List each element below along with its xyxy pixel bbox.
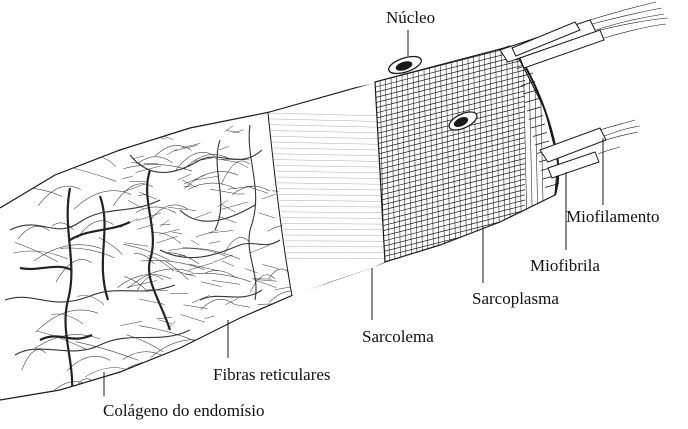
- label-nucleo: Núcleo: [386, 9, 435, 26]
- label-miofilamento: Miofilamento: [566, 208, 659, 225]
- label-fibras-reticulares: Fibras reticulares: [213, 366, 331, 383]
- sarcolemma-band: [268, 82, 385, 296]
- label-miofibrila: Miofibrila: [530, 257, 600, 274]
- label-sarcoplasma: Sarcoplasma: [472, 290, 559, 307]
- label-colageno-endomisio: Colágeno do endomísio: [103, 402, 264, 419]
- label-sarcolema: Sarcolema: [362, 328, 434, 345]
